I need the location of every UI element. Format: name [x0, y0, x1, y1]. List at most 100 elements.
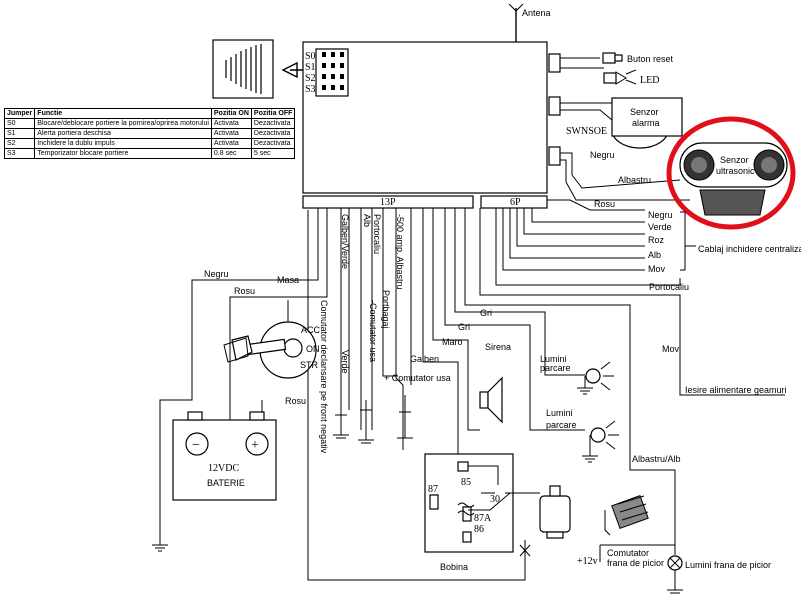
battery-voltage: 12VDC	[208, 463, 239, 474]
connector-13p	[302, 195, 474, 209]
vlabel-comutator-declansare: Comutator declansare pe front negativ	[319, 300, 329, 454]
relay-coil	[457, 502, 475, 516]
highlight-circle	[666, 116, 796, 230]
parking-label-1b: parcare	[540, 363, 571, 373]
ground-symbol	[577, 387, 598, 463]
table-cell: Activata	[210, 128, 252, 139]
battery-label: BATERIE	[207, 478, 245, 488]
switch-icon-1	[333, 400, 349, 439]
maro-label: Maro	[442, 337, 463, 347]
table-cell: S3	[3, 148, 36, 159]
table-cell: Activata	[210, 118, 252, 129]
gri-label-2: Gri	[458, 322, 470, 332]
connector-13p-label: 13P	[380, 197, 396, 208]
connector-6p-label: 6P	[510, 197, 521, 208]
vlabel-portbagaj: Portbagaj	[381, 290, 391, 329]
masa-label: Masa	[277, 275, 299, 285]
port-ultrasonic	[548, 146, 561, 166]
table-cell: Temporizator blocare portiere	[34, 148, 212, 159]
jumper-zoom-icon	[225, 44, 262, 94]
table-cell: Dezactivata	[250, 138, 296, 149]
albastru-sensor-label: Albastru	[618, 175, 651, 185]
lock-wire-negru: Negru	[648, 210, 673, 220]
table-header: Functie	[34, 108, 212, 119]
jumper-label-s1: S1	[305, 62, 316, 73]
table-header: Pozitia OFF	[250, 108, 296, 119]
table-cell: S2	[3, 138, 36, 149]
rosu-top-label: Rosu	[234, 286, 255, 296]
switch-icon-2	[358, 400, 374, 444]
led-label: LED	[640, 75, 659, 86]
brake-switch-label-2: frana de picior	[607, 558, 664, 568]
table-header: Jumper	[3, 108, 36, 119]
table-cell: Blocare/deblocare portiere la pornirea/o…	[34, 118, 212, 129]
rosu-bottom-label: Rosu	[285, 396, 306, 406]
ignition-on: ON	[306, 344, 320, 354]
relay-87a: 87A	[474, 513, 492, 524]
antenna-icon	[508, 3, 524, 42]
gri-label-1: Gri	[480, 308, 492, 318]
negru-label: Negru	[204, 269, 229, 279]
door-switch-label: + Comutator usa	[384, 373, 451, 383]
antenna-label: Antena	[522, 8, 551, 18]
reset-button-label: Buton reset	[627, 54, 674, 64]
lock-harness-bracket	[680, 211, 696, 271]
ultrasonic-label-1: Senzor	[720, 155, 749, 165]
vlabel-galben-verde: Galben/Verde	[340, 214, 350, 269]
table-cell: 0.8 sec	[210, 148, 252, 159]
table-cell: Alerta portiera deschisa	[34, 128, 212, 139]
ground-symbol-battery	[152, 544, 168, 552]
reset-button-icon	[602, 52, 616, 64]
connector-code-label: SWNSOE	[566, 126, 607, 137]
table-cell: 5 sec	[250, 148, 296, 159]
table-row: S0 Blocare/deblocare portiere la pornire…	[3, 118, 296, 129]
parking-label-2b: parcare	[546, 420, 577, 430]
albastru-alb-label: Albastru/Alb	[632, 454, 681, 464]
alarm-sensor-label-1: Senzor	[630, 107, 659, 117]
galben-label: Galben	[410, 354, 439, 364]
jumper-label-s3: S3	[305, 84, 316, 95]
arrow-left-icon	[281, 61, 303, 79]
windows-output-label: Iesire alimentare geamuri	[685, 385, 787, 395]
ignition-str: STR	[300, 360, 319, 370]
relay-85: 85	[461, 477, 471, 488]
jumper-pins	[322, 52, 344, 90]
table-cell: Inchidere la dublu impuls	[34, 138, 212, 149]
table-cell: S0	[3, 118, 36, 129]
alarm-sensor-box	[611, 97, 683, 137]
lock-wire-roz: Roz	[648, 235, 665, 245]
table-cell: S1	[3, 128, 36, 139]
negru-sensor-label: Negru	[590, 150, 615, 160]
table-row: S3 Temporizator blocare portiere 0.8 sec…	[3, 148, 296, 159]
brake-switch-icon	[604, 494, 649, 536]
port-reset	[548, 53, 561, 73]
parking-label-2a: Lumini	[546, 408, 573, 418]
connector-6p	[480, 195, 548, 209]
vlabel-verde: Verde	[340, 350, 350, 374]
lock-wire-alb: Alb	[648, 250, 661, 260]
mov-label: Mov	[662, 344, 680, 354]
bobina-label: Bobina	[440, 562, 468, 572]
relay-30: 30	[490, 494, 500, 505]
parking-light-icon-2	[589, 420, 619, 456]
parking-light-icon-1	[584, 361, 614, 391]
switch-icon-3	[397, 395, 413, 439]
alarm-sensor-label-2: alarma	[632, 118, 660, 128]
ignition-acc: ACC	[301, 325, 321, 335]
rosu-sensor-label: Rosu	[594, 199, 615, 209]
table-cell: Activata	[210, 138, 252, 149]
lock-wire-mov: Mov	[648, 264, 666, 274]
lock-wire-verde: Verde	[648, 222, 672, 232]
battery-minus-icon: −	[192, 438, 200, 453]
vlabel-albastru-500: -500 amp. Albastru	[395, 214, 405, 290]
table-header-row: Jumper Functie Pozitia ON Pozitia OFF	[3, 108, 296, 119]
led-icon	[603, 72, 617, 84]
port-alarm	[548, 96, 561, 116]
vlabel-alb: Alb	[362, 214, 372, 227]
parking-label-1a: Lumini	[540, 354, 567, 364]
ultrasonic-label-2: ultrasonic	[716, 166, 755, 176]
plus12v-label: +12v	[577, 556, 598, 567]
siren-icon	[479, 376, 503, 424]
cut-cross	[519, 544, 531, 557]
